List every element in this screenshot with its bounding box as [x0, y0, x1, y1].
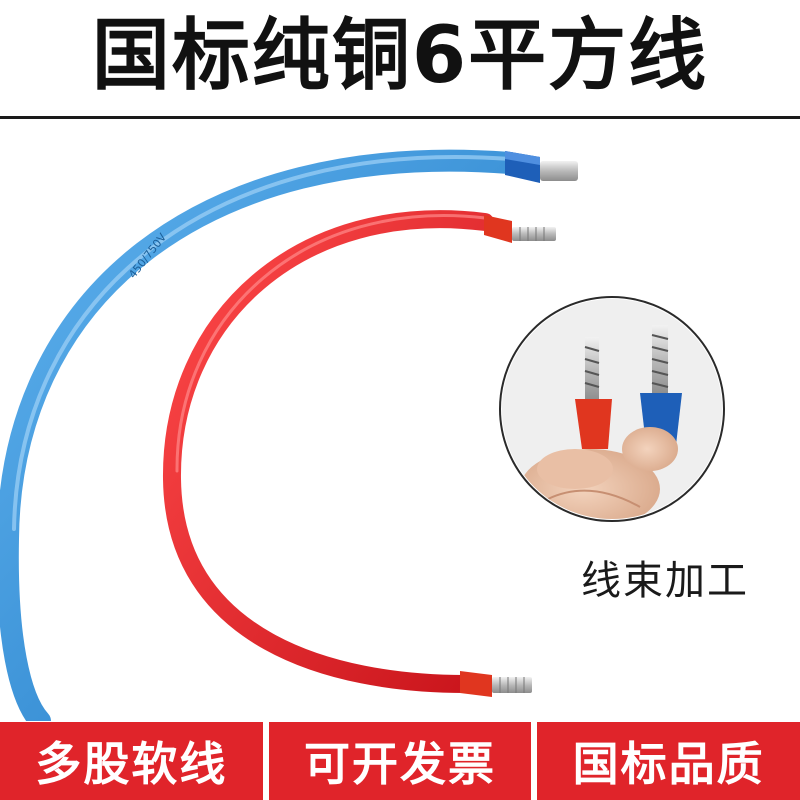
- badge-label: 多股软线: [35, 737, 228, 791]
- red-ferrule-top: [484, 215, 556, 243]
- page-title: 国标纯铜6平方线: [91, 11, 709, 101]
- badge-label: 可开发票: [304, 737, 496, 791]
- feature-badges: 多股软线 可开发票 国标品质: [0, 722, 800, 800]
- blue-ferrule: [505, 151, 578, 183]
- badge-label: 国标品质: [572, 737, 765, 791]
- title-bar: 国标纯铜6平方线: [0, 0, 800, 112]
- badge-national-standard: 国标品质: [537, 722, 800, 800]
- red-ferrule-bottom: [460, 671, 532, 697]
- title-divider: [0, 116, 800, 119]
- badge-multi-strand: 多股软线: [0, 722, 263, 800]
- badge-invoice: 可开发票: [268, 722, 532, 800]
- product-photo: 450/750V: [0, 149, 725, 721]
- inset-closeup: [499, 296, 725, 522]
- inset-caption: 线束加工: [581, 558, 749, 604]
- red-cable: [162, 210, 494, 693]
